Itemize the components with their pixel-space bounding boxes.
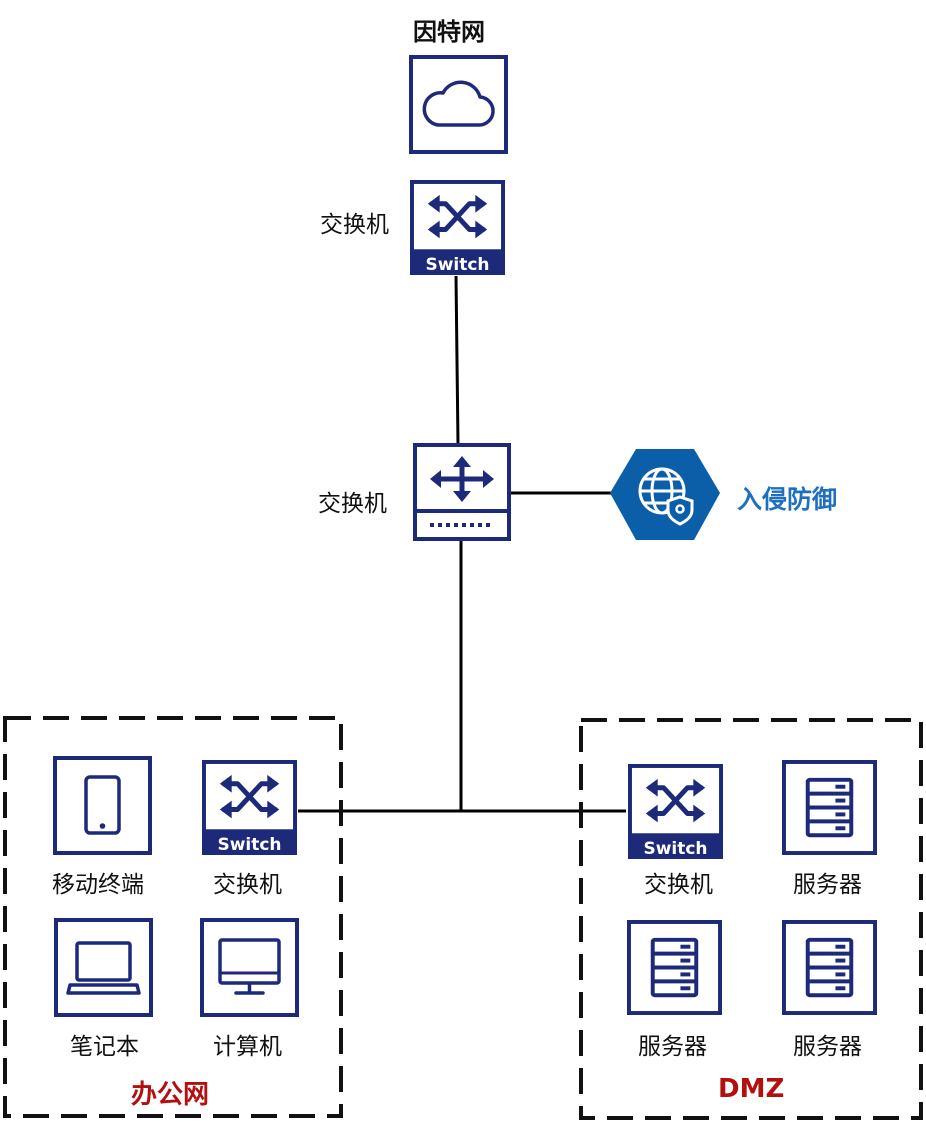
link-switch-router <box>454 275 460 445</box>
globe-shield-icon <box>610 449 720 540</box>
switch-icon-text: Switch <box>425 255 489 275</box>
top-switch-label: 交换机 <box>320 212 389 238</box>
office-zone-title: 办公网 <box>131 1080 210 1110</box>
office-switch-icon-text: Switch <box>217 835 281 855</box>
monitor-icon <box>200 918 299 1017</box>
dmz-server-label: 服务器 <box>638 1034 707 1060</box>
router-label: 交换机 <box>318 491 387 517</box>
dmz-zone-box <box>579 718 923 1120</box>
office-switch-icon: Switch <box>204 762 295 855</box>
mobile-label: 移动终端 <box>52 872 144 898</box>
dmz-switch-icon: Switch <box>630 766 721 859</box>
dmz-server-label: 服务器 <box>793 872 862 898</box>
dmz-zone-title: DMZ <box>718 1074 785 1104</box>
office-zone-box <box>3 716 343 1118</box>
laptop-label: 笔记本 <box>70 1034 139 1060</box>
laptop-icon <box>54 918 153 1017</box>
server-icon <box>782 920 877 1015</box>
dmz-switch-label: 交换机 <box>644 872 713 898</box>
server-icon <box>627 920 722 1015</box>
dmz-server-label: 服务器 <box>793 1034 862 1060</box>
server-icon <box>782 760 877 855</box>
router-icon <box>413 443 511 541</box>
cloud-icon <box>409 55 508 154</box>
connection-lines <box>298 275 626 813</box>
computer-label: 计算机 <box>213 1034 282 1060</box>
office-switch-label: 交换机 <box>213 872 282 898</box>
mobile-icon <box>53 756 152 855</box>
dmz-switch-icon-text: Switch <box>643 839 707 859</box>
ips-label: 入侵防御 <box>737 485 838 514</box>
internet-title: 因特网 <box>413 18 485 46</box>
switch-icon: Switch <box>412 182 503 275</box>
